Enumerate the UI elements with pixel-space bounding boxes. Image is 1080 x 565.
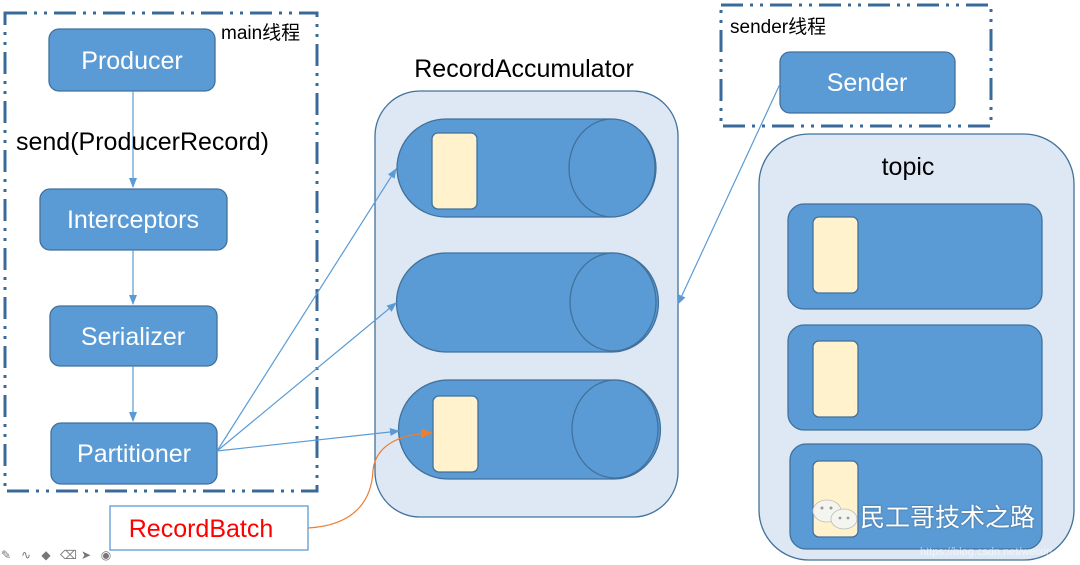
arrow-partitioner-to-queue-1: [216, 168, 397, 452]
serializer-label: Serializer: [81, 323, 185, 351]
record-batch-label: RecordBatch: [129, 515, 274, 543]
wechat-icon: [812, 499, 858, 530]
record: [812, 216, 859, 294]
curve-icon[interactable]: ∿: [20, 548, 32, 562]
record-batch: [431, 132, 478, 210]
pen-icon[interactable]: ✎: [0, 548, 12, 562]
queue-end-cap: [569, 252, 657, 352]
record-icon[interactable]: ◉: [100, 548, 112, 562]
watermark-text: 民工哥技术之路: [860, 503, 1036, 532]
pointer-icon[interactable]: ➤: [80, 548, 92, 562]
topic-partition: [787, 203, 1043, 310]
arrow-partitioner-to-queue-3: [216, 428, 400, 452]
send-call-label: send(ProducerRecord): [16, 128, 269, 156]
queue-end-cap: [568, 118, 656, 218]
main-thread-frame: [3, 11, 319, 493]
accumulator-queue: [397, 379, 662, 480]
partitioner-label: Partitioner: [77, 440, 191, 468]
topic-title: topic: [882, 153, 935, 181]
producer-label: Producer: [81, 47, 182, 75]
partitioner-box: Partitioner: [50, 422, 218, 485]
annotation-toolbar: ✎ ∿ ◆ ⌫ ➤ ◉: [0, 548, 112, 562]
arrow-partitioner-to-queue-2: [216, 302, 397, 452]
main-thread-label: main线程: [221, 22, 300, 44]
fill-icon[interactable]: ◆: [41, 548, 51, 562]
queue-end-cap: [571, 379, 659, 479]
serializer-box: Serializer: [49, 305, 218, 367]
watermark: 民工哥技术之路: [860, 498, 1035, 534]
accumulator-queue: [396, 118, 657, 218]
accumulator-queue: [395, 252, 660, 353]
watermark-url: https://blog.csdn.net/weixin_48...: [920, 546, 1080, 558]
accumulator-title: RecordAccumulator: [414, 55, 634, 83]
topic-partition: [787, 324, 1043, 431]
sender-thread-label: sender线程: [730, 16, 826, 38]
record-batch-pointer: [307, 428, 433, 529]
arrow-sender-to-accumulator: [677, 83, 781, 305]
interceptors-label: Interceptors: [67, 206, 199, 234]
record: [812, 340, 859, 418]
sender-label: Sender: [827, 69, 908, 97]
record-batch: [432, 395, 479, 473]
interceptors-box: Interceptors: [39, 188, 228, 251]
sender-box: Sender: [779, 51, 956, 114]
producer-box: Producer: [48, 28, 216, 92]
eraser-icon[interactable]: ⌫: [60, 548, 77, 562]
